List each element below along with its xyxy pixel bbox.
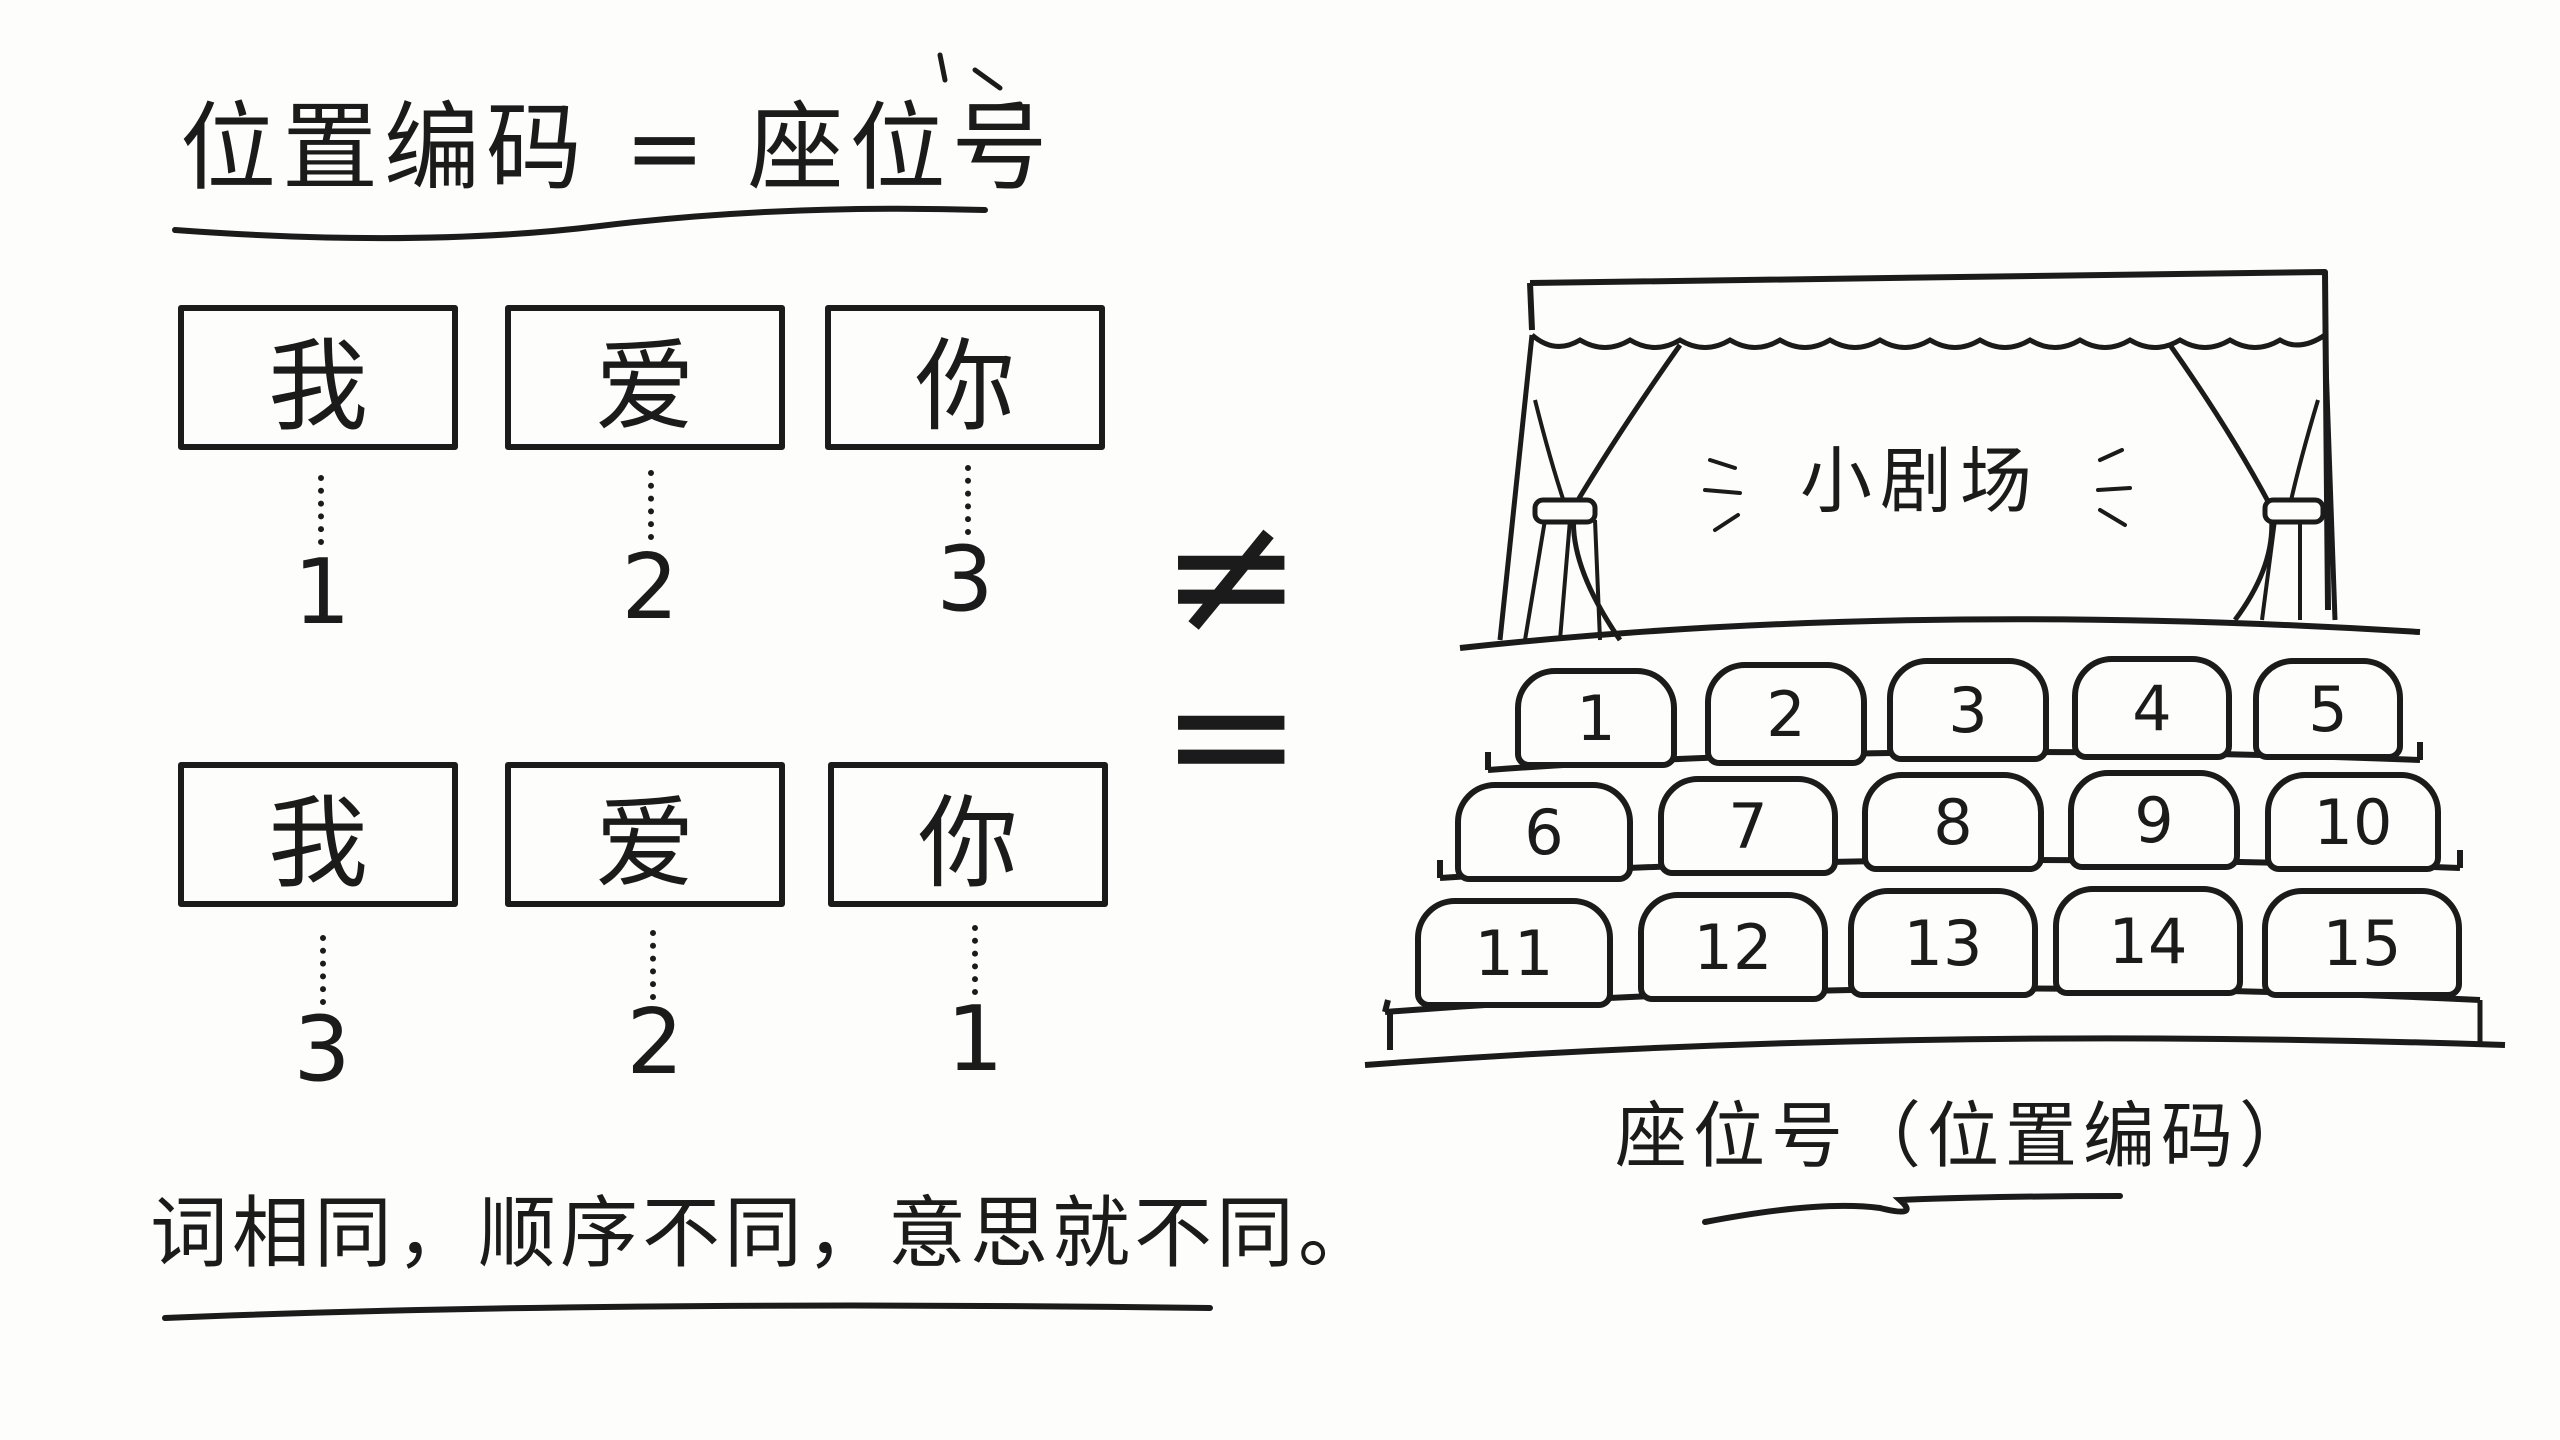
left-curtain-fold: [1593, 519, 1602, 641]
sparkle-mark: [937, 52, 948, 83]
caption-text: 词相同，顺序不同，意思就不同。: [150, 1189, 1381, 1279]
seat: 2: [1705, 662, 1867, 766]
seat-number: 6: [1524, 795, 1564, 869]
right-curtain-fold: [2260, 519, 2277, 621]
seat-number: 8: [1933, 785, 1973, 859]
seat-number: 5: [2308, 672, 2348, 746]
right-curtain-tieback: [2262, 497, 2326, 525]
word-box: 我: [178, 762, 458, 907]
curtain-valance: [1530, 332, 2327, 350]
seat: 8: [1862, 772, 2044, 872]
label-sparkle: [2096, 486, 2132, 492]
seat-number: 7: [1728, 789, 1768, 863]
seat-caption-underline: [1702, 1193, 2123, 1225]
dotted-connector: [318, 475, 324, 545]
dotted-connector: [972, 925, 978, 995]
seat-number: 11: [1474, 916, 1554, 990]
position-number: 3: [293, 997, 351, 1102]
position-number: 2: [626, 990, 684, 1095]
seat: 12: [1638, 892, 1828, 1002]
sparkle-mark: [987, 101, 1023, 111]
sparkle-mark: [972, 67, 1003, 91]
seat: 6: [1455, 782, 1633, 882]
stage-frame: [1529, 269, 2331, 611]
stage-frame: [1527, 282, 1535, 331]
right-curtain: [2322, 334, 2338, 621]
seat-number: 2: [1766, 677, 1806, 751]
label-sparkle: [1703, 488, 1742, 495]
seat: 1: [1515, 668, 1677, 768]
seat: 4: [2072, 656, 2232, 760]
seat-number: 3: [1948, 673, 1988, 747]
seat: 9: [2068, 770, 2240, 870]
not-equal-sign: ≠: [1160, 476, 1303, 674]
seat-number: 13: [1903, 906, 1983, 980]
seat: 15: [2262, 888, 2462, 998]
word-box: 爱: [505, 762, 785, 907]
left-curtain: [1497, 334, 1535, 641]
seat-number: 4: [2132, 671, 2172, 745]
dotted-connector: [648, 470, 654, 540]
seat-number: 9: [2134, 783, 2174, 857]
word-box: 爱: [505, 305, 785, 450]
seat: 13: [1848, 888, 2038, 998]
seat: 5: [2253, 658, 2403, 760]
seat: 11: [1415, 898, 1613, 1008]
label-sparkle: [1708, 458, 1737, 470]
word-box: 你: [825, 305, 1105, 450]
dotted-connector: [320, 935, 326, 1005]
word-box: 我: [178, 305, 458, 450]
label-sparkle: [2098, 448, 2124, 462]
seat-number: 15: [2322, 906, 2402, 980]
position-number: 1: [946, 987, 1004, 1092]
position-number: 3: [936, 527, 994, 632]
stage-floor: [1459, 616, 2421, 651]
caption-underline: [162, 1302, 1213, 1321]
label-sparkle: [2098, 508, 2127, 527]
word-token: 爱: [595, 328, 695, 445]
seat-number: 10: [2313, 785, 2393, 859]
word-token: 我: [268, 328, 368, 445]
left-curtain-tieback: [1532, 497, 1598, 525]
seat: 14: [2053, 886, 2243, 996]
word-token: 我: [268, 785, 368, 902]
seat: 10: [2265, 772, 2441, 872]
left-curtain: [1570, 343, 1683, 642]
word-token: 爱: [595, 785, 695, 902]
word-token: 你: [918, 785, 1018, 902]
left-curtain-fold: [1533, 399, 1567, 506]
dotted-connector: [965, 465, 971, 535]
label-sparkle: [1713, 513, 1740, 532]
right-curtain-fold: [2288, 399, 2320, 506]
seat: 7: [1658, 776, 1838, 876]
title-underline: [172, 205, 988, 242]
seat-number: 1: [1576, 681, 1616, 755]
diagram-title: 位置编码 = 座位号: [180, 92, 1054, 204]
left-curtain-fold: [1558, 519, 1572, 641]
dotted-connector: [650, 930, 656, 1000]
seat: 3: [1887, 658, 2049, 762]
right-curtain: [2167, 343, 2275, 622]
seat-caption: 座位号（位置编码）: [1615, 1094, 2318, 1178]
seat-number: 12: [1693, 910, 1773, 984]
position-number: 2: [621, 535, 679, 640]
seat-number: 14: [2108, 904, 2188, 978]
theater-base: [1364, 1035, 2506, 1068]
word-box: 你: [828, 762, 1108, 907]
position-number: 1: [293, 540, 351, 645]
word-token: 你: [915, 328, 1015, 445]
stage-label: 小剧场: [1800, 439, 2041, 523]
left-curtain-fold: [1523, 519, 1547, 641]
equal-sign: =: [1160, 636, 1303, 834]
